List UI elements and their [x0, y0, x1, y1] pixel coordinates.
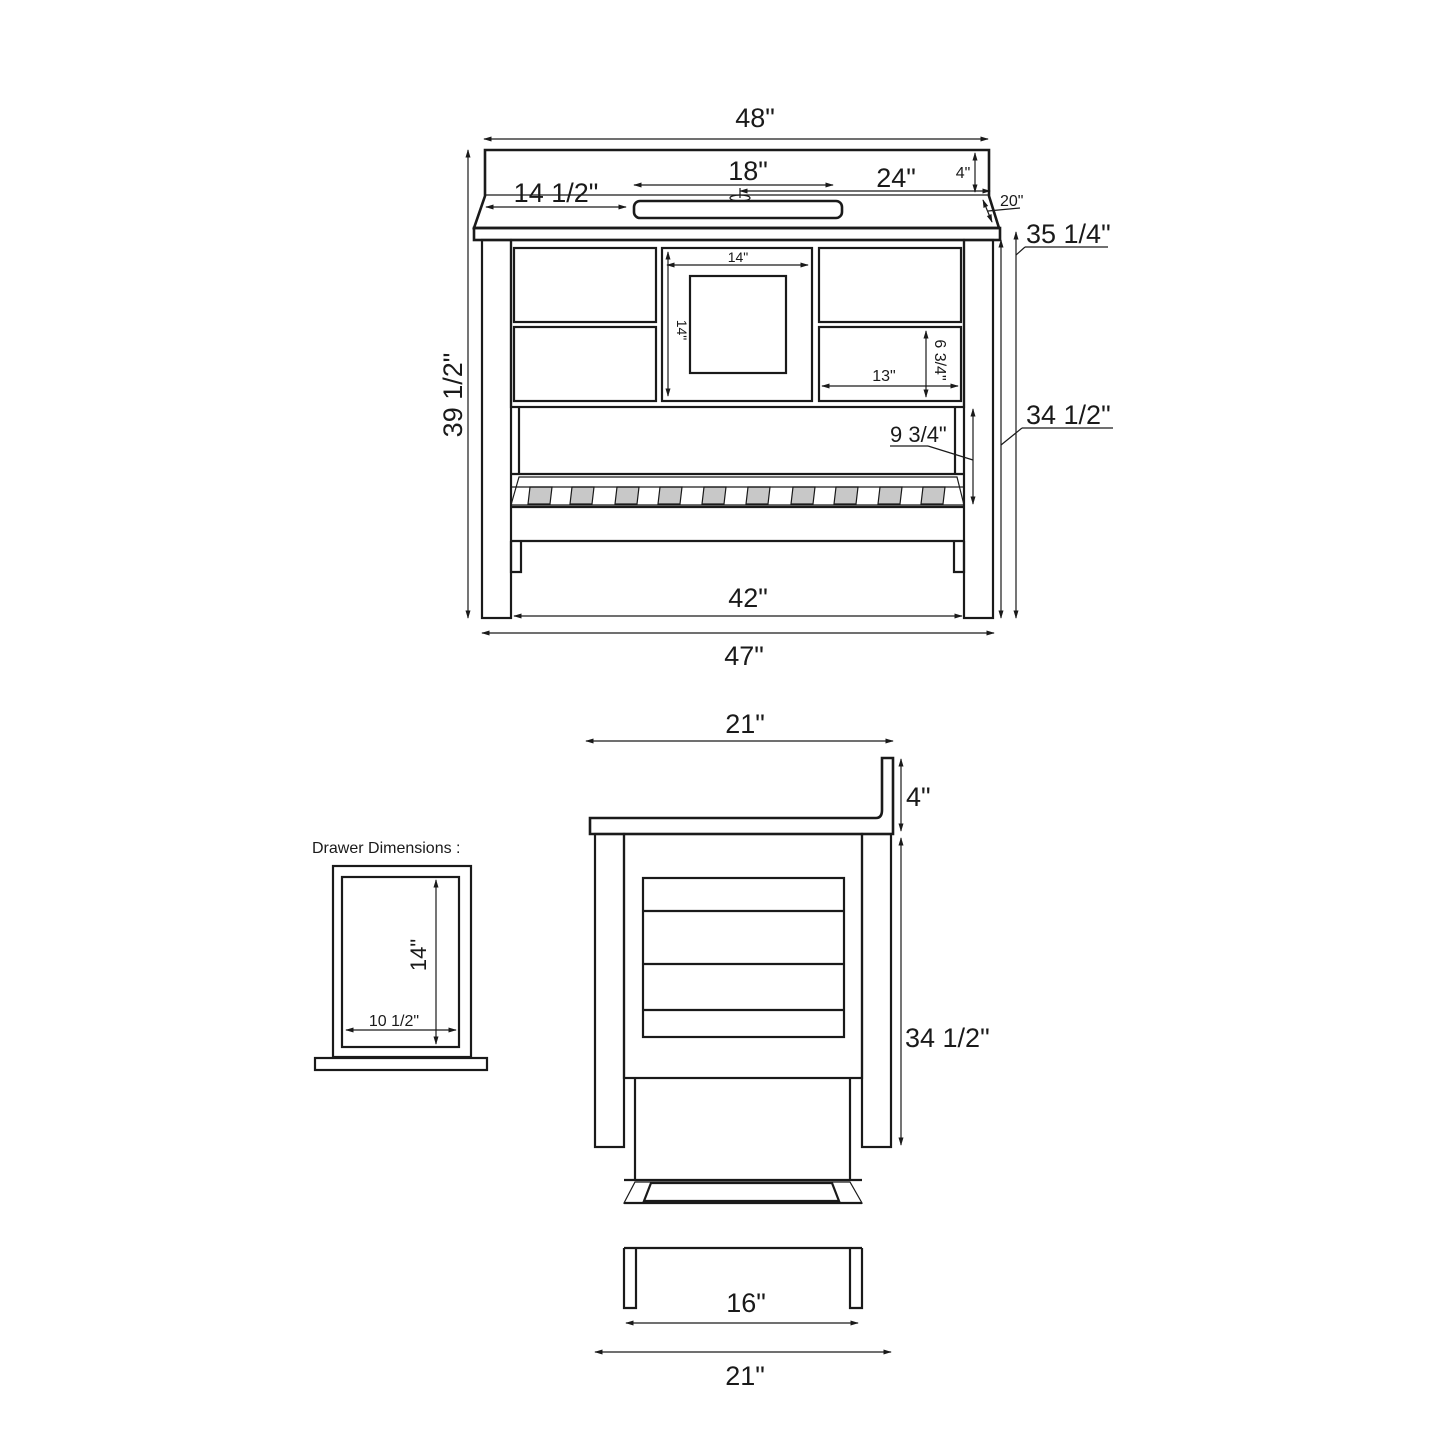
dim-door-width: 14" — [728, 249, 749, 265]
shelf-slats — [511, 486, 964, 505]
dim-side-base-depth: 21" — [725, 1361, 765, 1391]
drawer-bottom-right — [817, 325, 963, 403]
dim-drawer-detail-width: 10 1/2" — [369, 1013, 419, 1030]
dim-height-to-counter: 35 1/4" — [1026, 219, 1111, 249]
dim-shelf-clearance: 9 3/4" — [890, 422, 947, 447]
dim-side-cabinet-height: 34 1/2" — [905, 1023, 990, 1053]
dim-side-backsplash: 4" — [906, 782, 931, 812]
dim-counter-depth: 20" — [1000, 193, 1023, 210]
dim-overall-height: 39 1/2" — [438, 353, 468, 438]
dim-inner-leg-width: 42" — [728, 583, 768, 613]
dim-side-top-depth: 21" — [725, 709, 765, 739]
drawer-top-left — [512, 246, 658, 324]
side-view: 21" 4" 34 1/2" 16" 21" — [585, 709, 990, 1391]
dim-drawer-width: 13" — [872, 368, 895, 385]
left-leg — [480, 238, 513, 620]
drawer-detail-title: Drawer Dimensions : — [312, 840, 460, 857]
center-door — [660, 246, 814, 403]
side-back-leg — [860, 832, 893, 1149]
dim-side-inner-leg-depth: 16" — [726, 1288, 766, 1318]
dim-drawer-detail-height: 14" — [406, 939, 431, 971]
dim-overall-width-top: 48" — [735, 103, 775, 133]
dim-sink-width: 18" — [728, 156, 768, 186]
drawer-detail: Drawer Dimensions : 14" 10 1/2" — [312, 840, 489, 1072]
drawer-top-right — [817, 246, 963, 324]
side-front-leg — [593, 832, 626, 1149]
right-leg — [962, 238, 995, 620]
dim-backsplash-height: 4" — [956, 165, 971, 182]
front-view: 48" 18" 24" 14 1/2" 4" 20" 35 1/4" 39 1/… — [438, 103, 1113, 671]
center-door-panel — [688, 274, 788, 375]
countertop — [472, 226, 1002, 242]
dim-cabinet-height: 34 1/2" — [1026, 400, 1111, 430]
dim-left-to-sink: 14 1/2" — [514, 178, 599, 208]
sink-basin — [632, 199, 844, 220]
drawer-bottom-left — [512, 325, 658, 403]
dim-drawer-height: 6 3/4" — [931, 339, 948, 380]
dim-door-height: 14" — [674, 320, 690, 341]
dim-faucet-to-back: 24" — [876, 163, 916, 193]
side-countertop — [588, 756, 895, 836]
dim-base-width: 47" — [724, 641, 764, 671]
